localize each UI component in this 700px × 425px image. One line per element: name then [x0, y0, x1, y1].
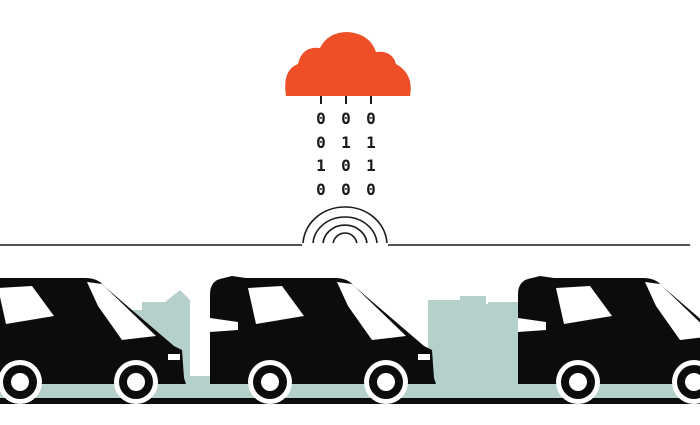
road-edge [0, 398, 700, 404]
rain-lines [320, 96, 372, 104]
binary-digit: 0 [316, 133, 326, 152]
binary-digit: 1 [316, 156, 326, 175]
binary-digit: 1 [366, 156, 376, 175]
signal-arcs-icon [302, 206, 388, 246]
binary-digit: 1 [366, 133, 376, 152]
binary-digit: 0 [316, 180, 326, 199]
binary-digit: 0 [341, 156, 351, 175]
binary-digit: 0 [341, 180, 351, 199]
cloud-icon [285, 32, 411, 96]
binary-digit: 0 [366, 180, 376, 199]
binary-digit: 0 [316, 109, 326, 128]
binary-digit: 1 [341, 133, 351, 152]
binary-digit: 0 [366, 109, 376, 128]
binary-digit: 0 [341, 109, 351, 128]
